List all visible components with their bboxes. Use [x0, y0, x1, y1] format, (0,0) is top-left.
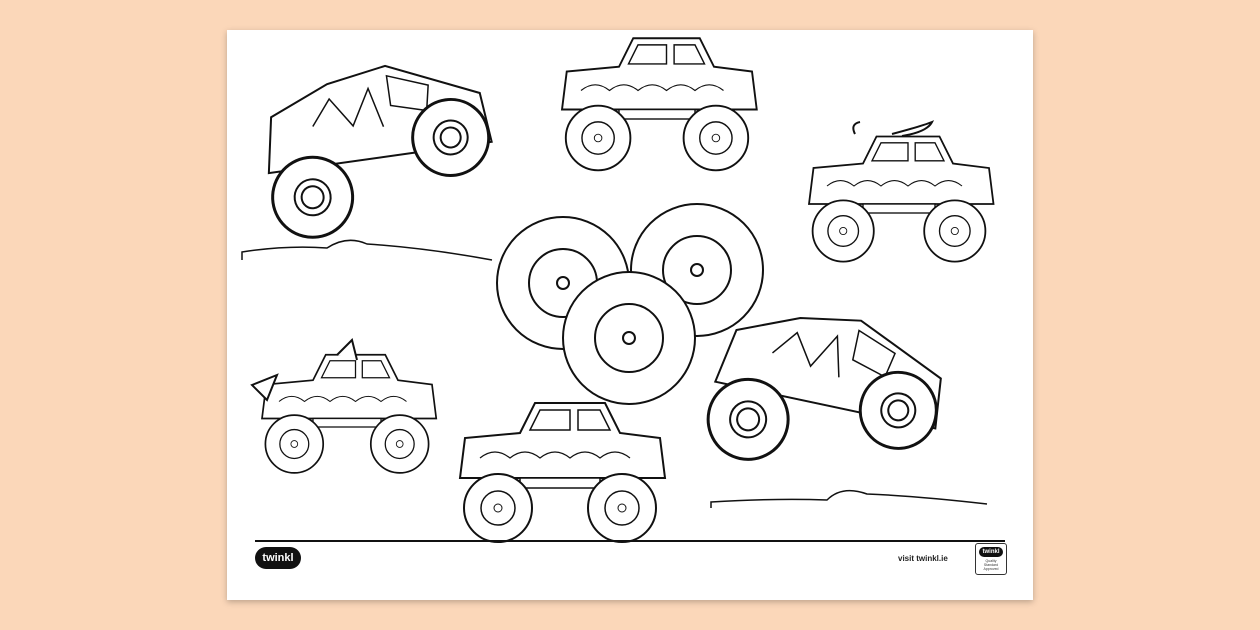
badge-label: Quality Standard Approved — [983, 559, 999, 571]
footer-divider — [255, 540, 1005, 542]
visit-website-link[interactable]: visit twinkl.ie — [898, 554, 948, 563]
coloring-page: twinkl visit twinkl.ie twinkl Quality St… — [227, 30, 1033, 600]
jumping-truck-top-left — [241, 51, 503, 261]
jumping-truck-bottom-right — [699, 292, 988, 508]
bull-horn-truck-right — [808, 120, 995, 263]
badge-logo: twinkl — [979, 547, 1003, 557]
shark-truck-left — [250, 338, 438, 474]
flame-truck-bottom-center — [459, 402, 666, 543]
quality-standard-badge: twinkl Quality Standard Approved — [975, 543, 1007, 575]
monster-truck-illustrations — [241, 37, 995, 543]
flame-truck-top-center — [561, 37, 758, 172]
twinkl-logo[interactable]: twinkl — [255, 547, 301, 569]
